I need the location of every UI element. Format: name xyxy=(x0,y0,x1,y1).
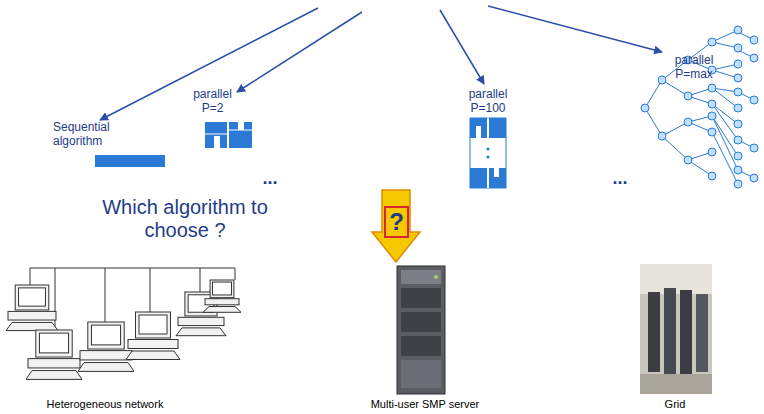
text-label: parallel P=2 xyxy=(185,88,240,116)
text-label: ... xyxy=(248,168,292,189)
parallel-2-blocks xyxy=(205,122,252,148)
text-label: parallel P=max xyxy=(662,54,726,82)
caption-label: Heterogeneous network xyxy=(30,398,180,411)
smp-server-picture xyxy=(397,266,445,394)
grid-photo xyxy=(640,264,712,394)
text-label: parallel P=100 xyxy=(455,88,521,116)
heterogeneous-network-drawing xyxy=(6,268,241,379)
node-text: ? xyxy=(389,210,404,234)
parallel-max-tree xyxy=(641,26,758,188)
sequential-bar xyxy=(95,155,165,167)
question-box: ? xyxy=(384,206,409,238)
text-label: Sequential algorithm xyxy=(53,121,133,149)
text-label: Which algorithm to choose ? xyxy=(95,196,275,242)
text-label: ... xyxy=(598,168,642,189)
caption-label: Grid xyxy=(645,398,705,411)
choice-arrows xyxy=(100,6,662,120)
parallel-100-blocks xyxy=(470,118,506,188)
caption-label: Multi-user SMP server xyxy=(355,398,495,411)
choose-arrow xyxy=(372,190,420,262)
